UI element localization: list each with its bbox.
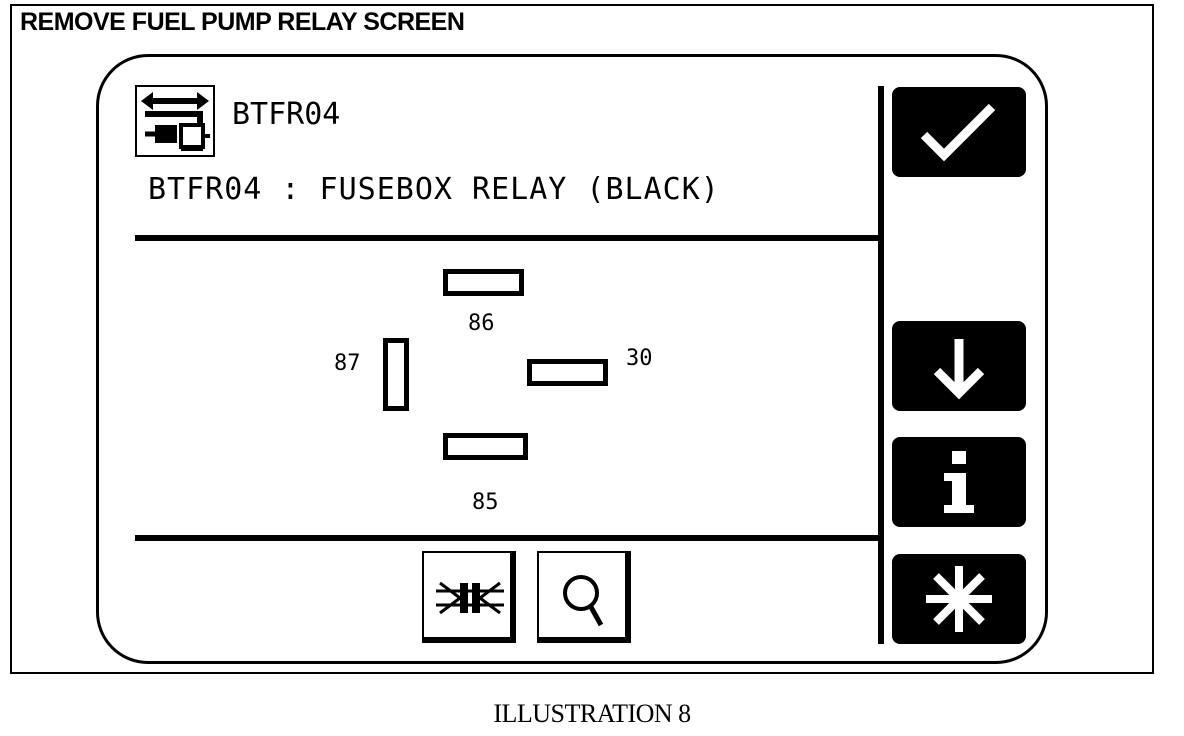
confirm-button[interactable]: [892, 87, 1026, 177]
info-button[interactable]: [892, 437, 1026, 527]
scroll-down-button[interactable]: [892, 321, 1026, 411]
pin-label-30: 30: [626, 346, 653, 371]
screen-frame: [10, 4, 1154, 674]
footer-divider: [135, 535, 879, 541]
zoom-button[interactable]: [537, 551, 631, 643]
display-panel: [96, 54, 1048, 664]
connector-view-button[interactable]: [422, 551, 516, 643]
relay-pin-30: [527, 359, 608, 386]
options-button[interactable]: [892, 554, 1026, 644]
connector-code: BTFR04: [232, 97, 341, 132]
down-arrow-icon: [933, 339, 985, 400]
vertical-divider: [878, 86, 884, 644]
illustration-caption: ILLUSTRATION 8: [493, 699, 691, 728]
pin-label-85: 85: [472, 490, 499, 515]
checkmark-icon: [920, 103, 996, 162]
pin-label-87: 87: [334, 351, 361, 376]
pin-label-86: 86: [468, 311, 495, 336]
magnifier-icon: [563, 575, 604, 627]
connector-pins-icon: [436, 581, 504, 615]
screen-title: REMOVE FUEL PUMP RELAY SCREEN: [20, 8, 465, 36]
connector-description: BTFR04 : FUSEBOX RELAY (BLACK): [148, 172, 720, 207]
connector-icon: [135, 85, 215, 157]
relay-pin-86: [443, 269, 524, 296]
header-divider: [135, 235, 879, 241]
relay-pin-85: [443, 433, 528, 460]
asterisk-icon: [926, 566, 992, 632]
info-icon: [944, 451, 974, 513]
relay-pin-87: [383, 338, 409, 411]
